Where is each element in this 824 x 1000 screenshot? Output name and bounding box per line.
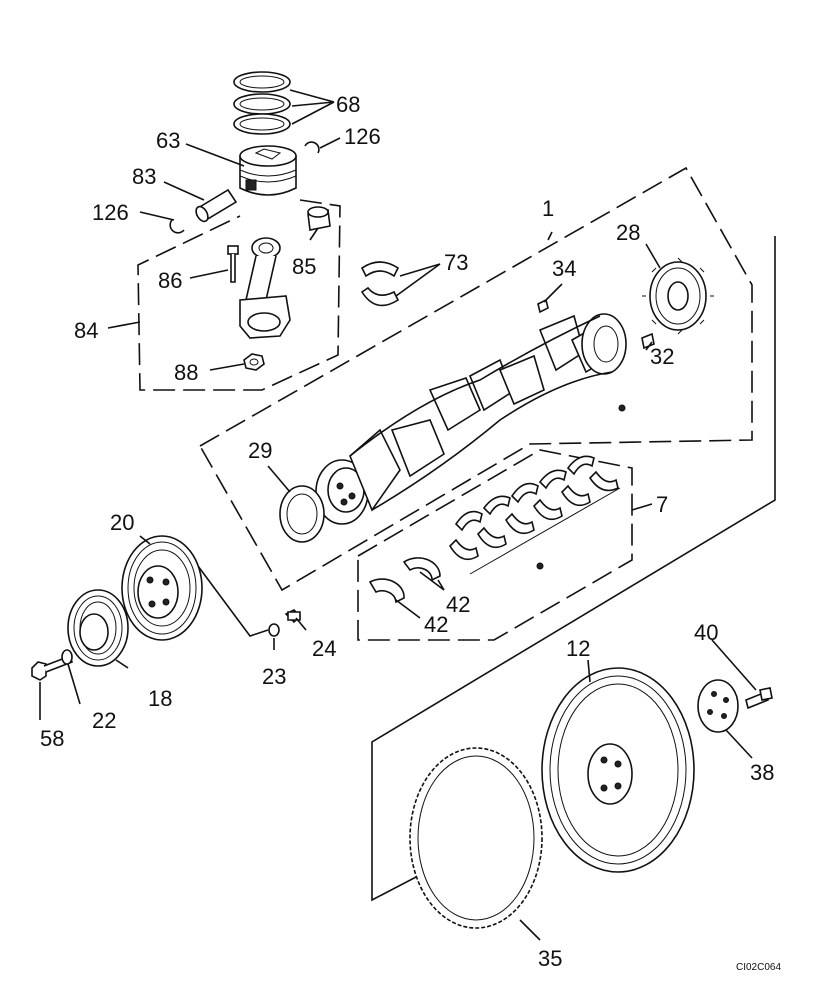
callout-18: 18 bbox=[148, 686, 172, 711]
flywheel-bolt bbox=[745, 687, 773, 710]
dowel-pin-34 bbox=[537, 298, 549, 314]
flywheel-plate bbox=[697, 679, 739, 733]
group-84-boundary bbox=[137, 199, 341, 391]
callout-83: 83 bbox=[132, 164, 156, 189]
damper-pulley bbox=[121, 535, 203, 641]
crankshaft-dot bbox=[618, 404, 626, 412]
callout-84: 84 bbox=[74, 318, 98, 343]
piston bbox=[239, 145, 297, 196]
callout-85: 85 bbox=[292, 254, 316, 279]
rod-nut bbox=[243, 353, 265, 371]
callout-35: 35 bbox=[538, 946, 562, 971]
piston-pin bbox=[195, 188, 238, 223]
pulley-bolt-leader-frame bbox=[197, 565, 269, 637]
group-7-boundary bbox=[357, 449, 633, 641]
callout-29: 29 bbox=[248, 438, 272, 463]
callout-58: 58 bbox=[40, 726, 64, 751]
snap-ring-upper bbox=[304, 141, 320, 154]
callout-63: 63 bbox=[156, 128, 180, 153]
crankshaft bbox=[315, 313, 627, 525]
callout-22: 22 bbox=[92, 708, 116, 733]
callout-28: 28 bbox=[616, 220, 640, 245]
front-oil-seal bbox=[279, 485, 325, 543]
leader-lines bbox=[39, 89, 757, 941]
rod-bolt bbox=[227, 245, 239, 283]
callout-126-upper: 126 bbox=[344, 124, 381, 149]
callout-42-left: 42 bbox=[424, 612, 448, 637]
callout-24: 24 bbox=[312, 636, 336, 661]
ring-gear bbox=[409, 747, 543, 929]
callout-32: 32 bbox=[650, 344, 674, 369]
callout-40: 40 bbox=[694, 620, 718, 645]
callout-42-right: 42 bbox=[446, 592, 470, 617]
callout-38: 38 bbox=[750, 760, 774, 785]
small-end-bushing bbox=[307, 206, 331, 231]
flywheel bbox=[541, 667, 695, 873]
diagram-code: CI02C064 bbox=[736, 962, 781, 973]
thrust-washers bbox=[368, 557, 441, 604]
callout-68: 68 bbox=[336, 92, 360, 117]
callout-1: 1 bbox=[542, 196, 554, 221]
callout-88: 88 bbox=[174, 360, 198, 385]
piston-rings bbox=[233, 71, 291, 135]
callout-34: 34 bbox=[552, 256, 576, 281]
main-bearing-shells bbox=[448, 455, 621, 575]
snap-ring-lower bbox=[169, 219, 185, 234]
pulley-washer bbox=[61, 649, 73, 665]
group-1-boundary bbox=[198, 166, 753, 592]
damper-washer bbox=[268, 623, 280, 637]
callout-labels: 68 63 126 83 126 1 28 86 85 73 34 84 32 … bbox=[40, 92, 774, 971]
crankshaft-gear bbox=[642, 257, 714, 335]
callout-23: 23 bbox=[262, 664, 286, 689]
callout-73: 73 bbox=[444, 250, 468, 275]
callout-126-lower: 126 bbox=[92, 200, 129, 225]
callout-7: 7 bbox=[656, 492, 668, 517]
connecting-rod bbox=[239, 237, 291, 339]
rod-bearing-shells bbox=[360, 261, 400, 307]
callout-86: 86 bbox=[158, 268, 182, 293]
crank-pulley bbox=[67, 589, 129, 667]
flywheel-group-outline bbox=[371, 236, 776, 902]
callout-20: 20 bbox=[110, 510, 134, 535]
callout-12: 12 bbox=[566, 636, 590, 661]
